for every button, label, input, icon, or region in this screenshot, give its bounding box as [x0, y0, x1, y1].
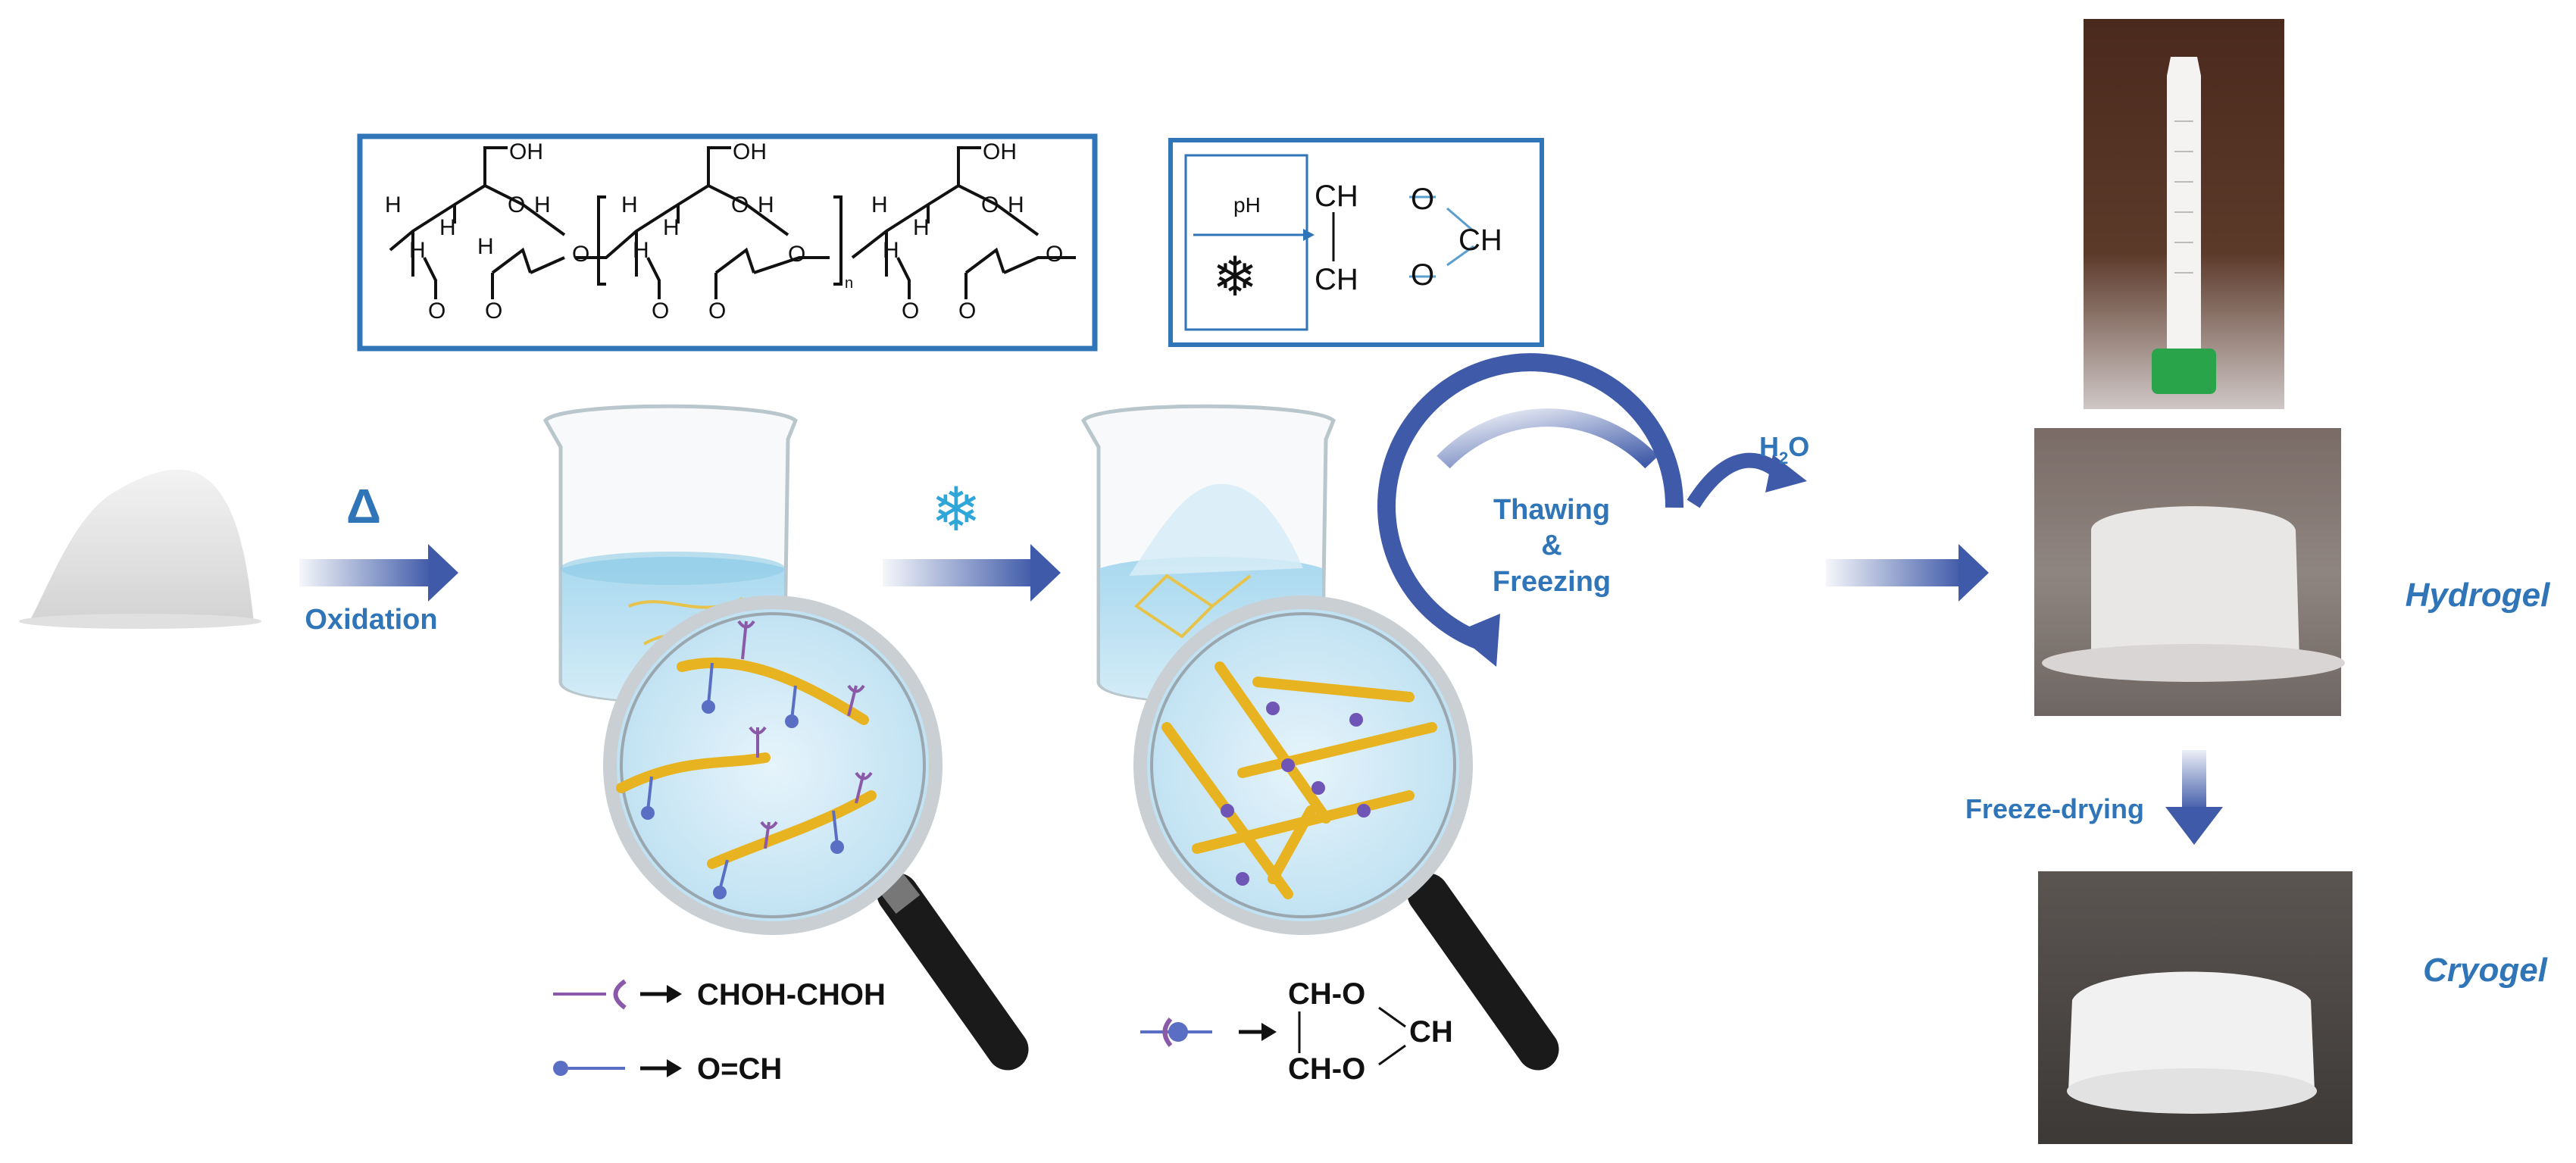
magnifier-icon	[603, 596, 1029, 1071]
water-label: H2O	[1759, 431, 1809, 467]
oxidation-label: Oxidation	[305, 604, 437, 636]
svg-text:H: H	[1008, 192, 1024, 217]
svg-text:O: O	[1411, 183, 1434, 216]
svg-text:CH: CH	[1315, 180, 1358, 213]
freeze-drying-arrow	[2165, 750, 2223, 845]
svg-text:OH: OH	[983, 139, 1017, 164]
svg-text:H: H	[385, 192, 402, 217]
legend-aldehyde	[553, 1059, 682, 1077]
svg-text:O: O	[981, 192, 999, 217]
acetal-bottom: CH-O	[1288, 1052, 1365, 1086]
svg-text:H: H	[883, 238, 899, 263]
svg-text:O: O	[1046, 242, 1063, 267]
freeze-arrow	[883, 544, 1061, 602]
svg-text:H: H	[621, 192, 638, 217]
svg-text:H: H	[439, 215, 456, 240]
acetal-top: CH-O	[1288, 977, 1365, 1011]
hydrogel-photo-icon	[2034, 428, 2345, 716]
ph-label: pH	[1233, 193, 1261, 217]
svg-text:O: O	[731, 192, 749, 217]
svg-text:H: H	[409, 238, 426, 263]
cryogel-label: Cryogel	[2423, 952, 2548, 989]
svg-text:O: O	[508, 192, 525, 217]
diol-formula: CHOH-CHOH	[697, 978, 886, 1011]
svg-text:O: O	[708, 299, 726, 324]
oxidation-arrow	[299, 544, 458, 602]
tube-photo-icon	[2084, 19, 2284, 409]
svg-text:H: H	[871, 192, 888, 217]
cycle-label-freezing: Freezing	[1493, 566, 1611, 598]
acetal-right: CH	[1409, 1015, 1453, 1049]
svg-text:n: n	[845, 275, 853, 292]
hydrogel-arrow	[1826, 544, 1989, 602]
svg-text:O: O	[652, 299, 669, 324]
svg-text:CH: CH	[1315, 263, 1358, 296]
snowflake-icon: ❄	[930, 474, 981, 545]
magnifier-icon	[1133, 596, 1559, 1071]
svg-text:H: H	[633, 238, 649, 263]
svg-text:O: O	[1411, 258, 1434, 292]
reaction-snowflake-icon: ❄	[1212, 247, 1258, 308]
legend-diol	[553, 979, 682, 1010]
svg-text:O: O	[902, 299, 919, 324]
polysaccharide-structure-box: OH OH OH H H O H H H O O O H H O H H O O…	[357, 133, 1098, 352]
svg-text:O: O	[958, 299, 976, 324]
svg-text:CH: CH	[1458, 224, 1502, 257]
legend-acetal	[1140, 1006, 1406, 1066]
svg-text:H: H	[477, 234, 494, 259]
cycle-arrow-icon	[1377, 353, 1807, 667]
svg-text:H: H	[913, 215, 930, 240]
svg-text:O: O	[485, 299, 502, 324]
freeze-drying-label: Freeze-drying	[1965, 793, 2144, 824]
svg-text:O: O	[572, 242, 589, 267]
svg-text:H: H	[758, 192, 774, 217]
cycle-label-amp: &	[1541, 530, 1562, 561]
aldehyde-formula: O=CH	[697, 1052, 782, 1086]
svg-text:OH: OH	[733, 139, 767, 164]
svg-text:O: O	[788, 242, 805, 267]
svg-text:H: H	[663, 215, 680, 240]
cryogel-photo-icon	[2038, 871, 2352, 1144]
svg-text:OH: OH	[509, 139, 543, 164]
svg-text:H: H	[534, 192, 551, 217]
heat-symbol: Δ	[346, 479, 381, 533]
cycle-label-thawing: Thawing	[1493, 494, 1610, 526]
powder-pile-icon	[19, 469, 261, 629]
acetal-reaction-box	[1168, 138, 1544, 347]
hydrogel-label: Hydrogel	[2406, 577, 2550, 614]
svg-text:O: O	[428, 299, 445, 324]
